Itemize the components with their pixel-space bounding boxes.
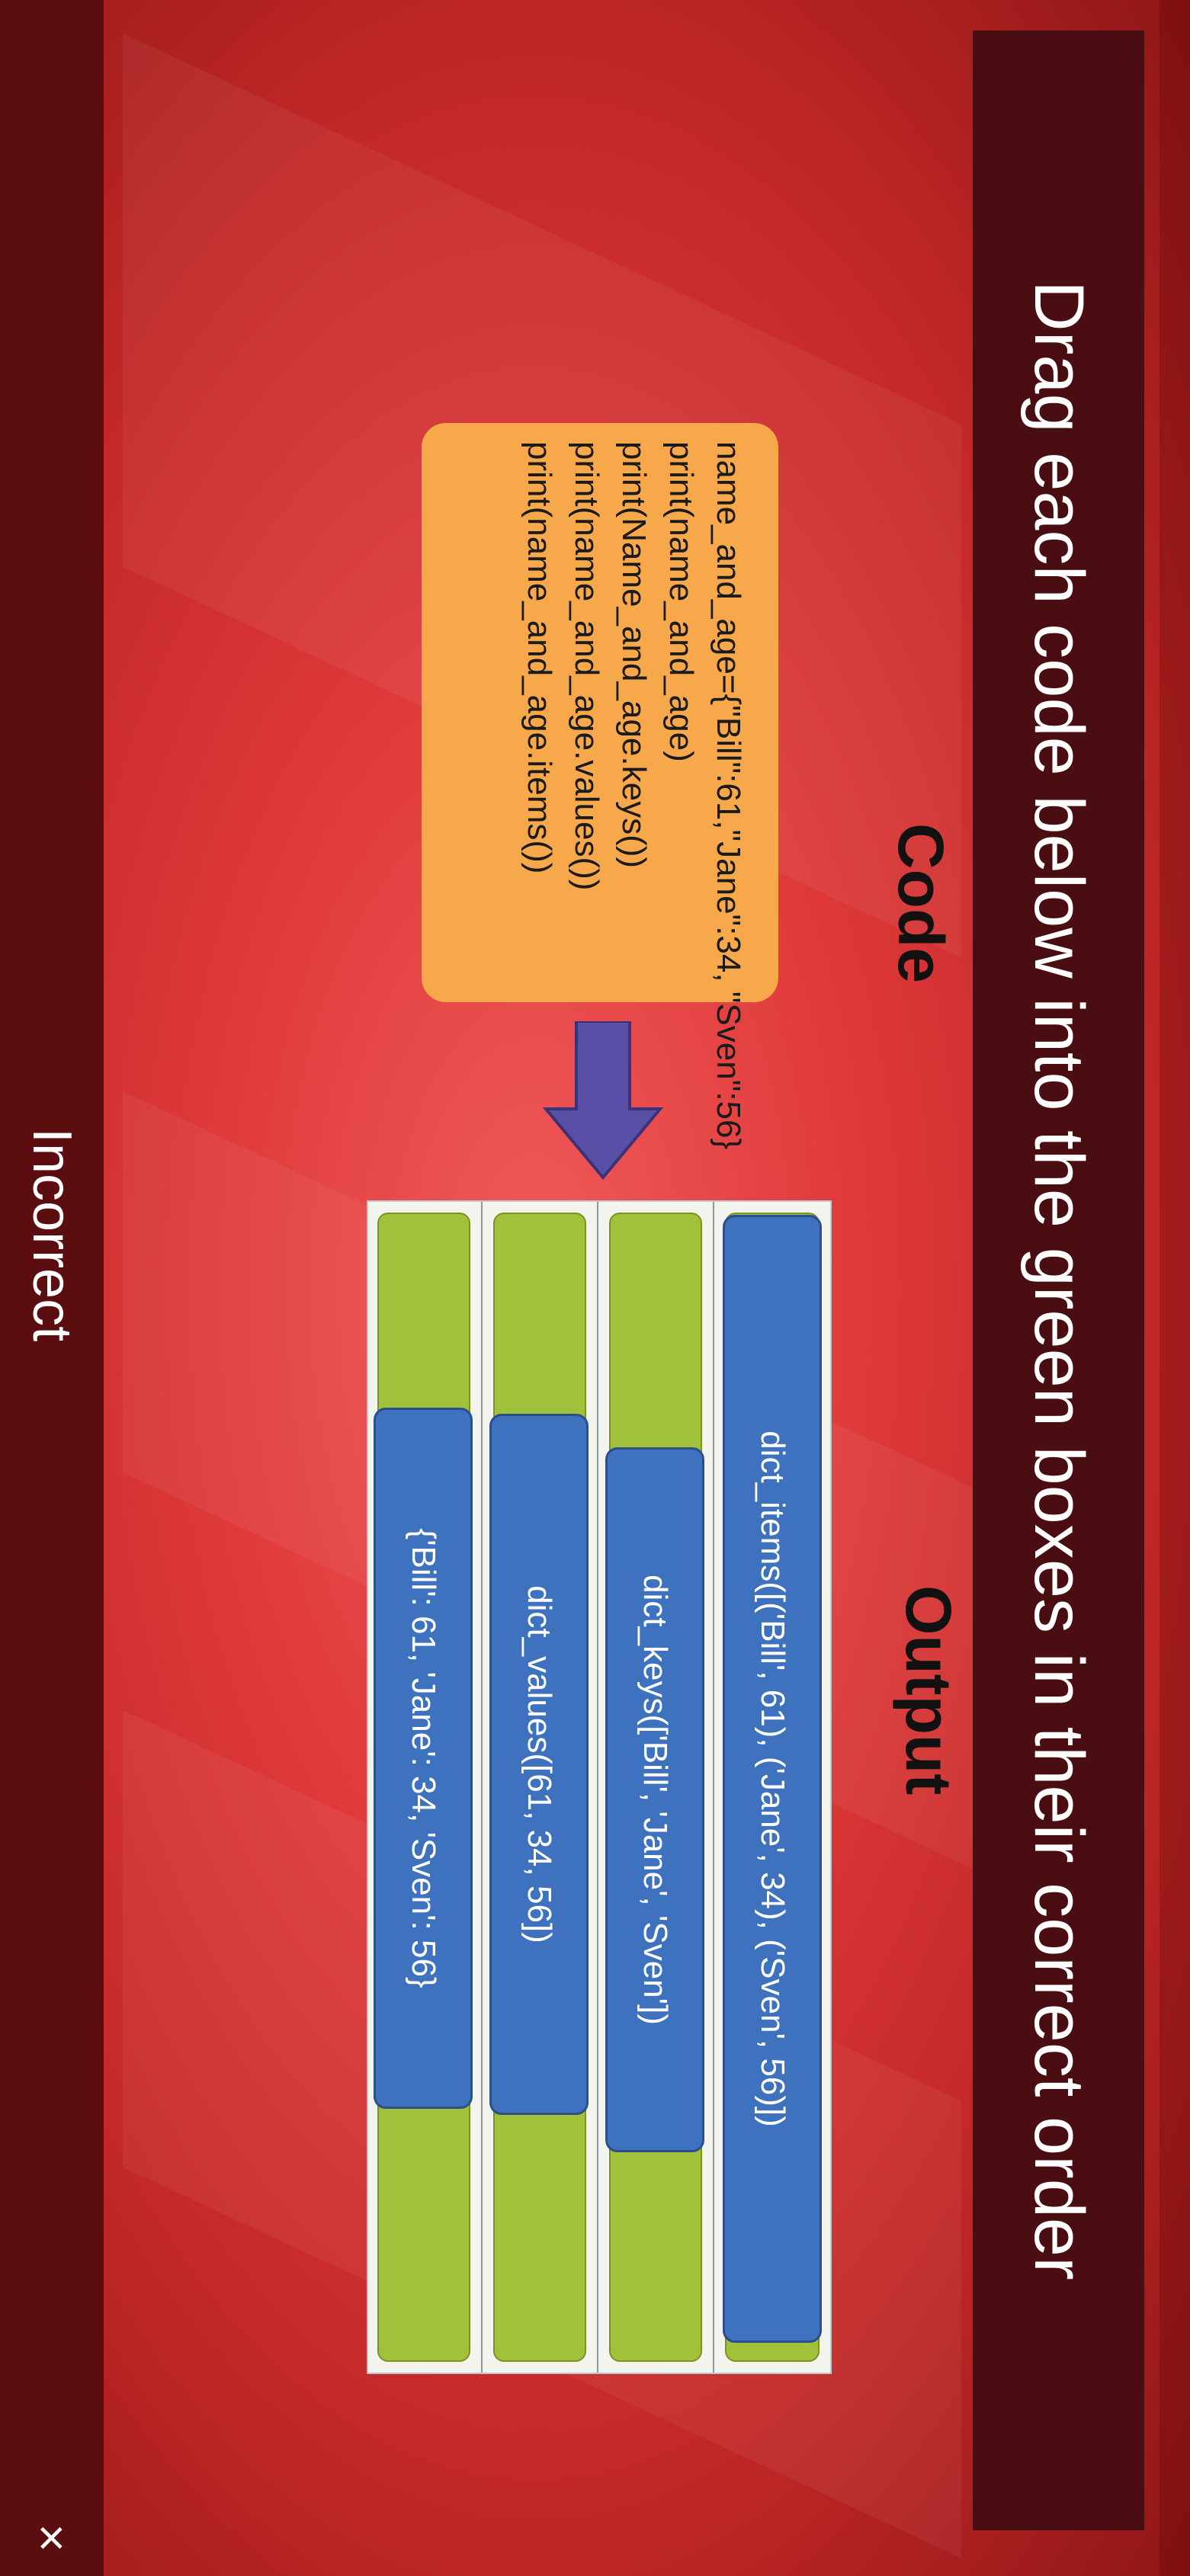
code-heading: Code [885, 823, 957, 983]
instruction-banner: Drag each code below into the green boxe… [973, 30, 1144, 2530]
close-icon[interactable]: × [24, 2523, 79, 2552]
answer-chip[interactable]: {'Bill': 61, 'Jane': 34, 'Sven': 56} [374, 1408, 473, 2109]
output-heading: Output [893, 1585, 964, 1796]
output-panel: dict_items([('Bill', 61), ('Jane', 34), … [367, 1200, 832, 2374]
instruction-text: Drag each code below into the green boxe… [1020, 280, 1098, 2280]
code-box: name_and_age={"Bill":61,"Jane":34, "Sven… [422, 423, 778, 1150]
status-text: Incorrect [21, 1128, 82, 1342]
code-line: name_and_age={"Bill":61,"Jane":34, "Sven… [710, 441, 747, 1150]
arrow-right-icon [542, 1021, 664, 1181]
code-line: print(name_and_age.items()) [521, 441, 558, 874]
answer-chip[interactable]: dict_keys(['Bill', 'Jane', 'Sven']) [605, 1447, 704, 2152]
answer-row: dict_keys(['Bill', 'Jane', 'Sven']) [598, 1202, 714, 2373]
code-line: print(Name_and_age.keys()) [615, 441, 653, 869]
feedback-bar: Incorrect × [0, 0, 104, 2576]
top-edge [1160, 0, 1190, 2576]
answer-chip[interactable]: dict_values([61, 34, 56]) [489, 1414, 589, 2115]
answer-chip[interactable]: dict_items([('Bill', 61), ('Jane', 34), … [723, 1215, 822, 2343]
code-line: print(name_and_age) [662, 441, 700, 762]
code-line: print(name_and_age.values()) [568, 441, 605, 891]
answer-row: {'Bill': 61, 'Jane': 34, 'Sven': 56} [367, 1202, 483, 2373]
answer-row: dict_items([('Bill', 61), ('Jane', 34), … [714, 1202, 830, 2373]
answer-row: dict_values([61, 34, 56]) [483, 1202, 598, 2373]
